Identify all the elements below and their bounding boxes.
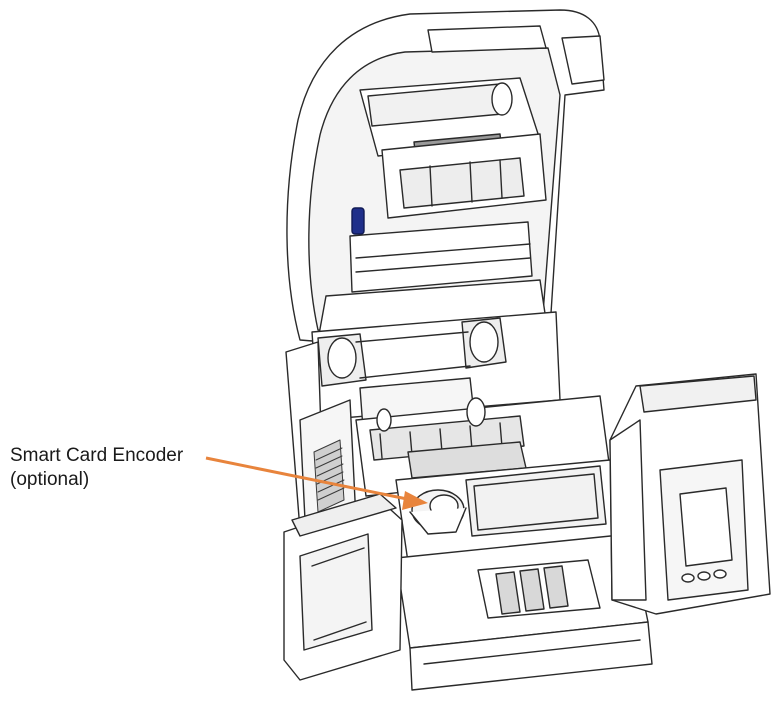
callout-arrow	[205, 456, 428, 510]
lid-sensor-lens	[351, 207, 365, 235]
callout-label-line-1: Smart Card Encoder	[10, 445, 184, 466]
hopper-inner-edge	[311, 547, 367, 641]
side-module-joint	[609, 419, 647, 601]
ribbon-roller-end	[491, 82, 513, 116]
callout-label-line-2: (optional)	[10, 469, 90, 490]
front-feet-line	[423, 639, 641, 665]
cartridge-left-spool-end	[327, 337, 357, 379]
side-module-buttons	[681, 569, 727, 583]
smart-card-encoder-label: Smart Card Encoder (optional)	[10, 444, 183, 492]
station-roller-right	[466, 397, 486, 427]
side-module-display	[679, 487, 733, 567]
station-roller-left	[376, 408, 392, 432]
hopper-lid	[291, 493, 397, 537]
hopper-window	[299, 533, 373, 651]
encoder-plate-rim	[473, 473, 599, 531]
output-slot-fins	[495, 565, 569, 615]
cartridge-right-spool-end	[469, 321, 499, 363]
side-vent-grill	[313, 439, 345, 513]
front-feet-rail	[409, 621, 653, 691]
encoder-mount	[409, 507, 467, 535]
head-carriage-rib	[429, 159, 503, 207]
card-path-roller-lines	[379, 422, 503, 459]
cartridge-ribbon-span	[355, 331, 471, 379]
lid-roller-line	[355, 243, 531, 273]
lid-latch-block	[561, 35, 605, 85]
lid-handle-recess	[427, 25, 547, 53]
side-module-top	[639, 375, 757, 413]
lid-lower-roller-band	[349, 221, 533, 293]
